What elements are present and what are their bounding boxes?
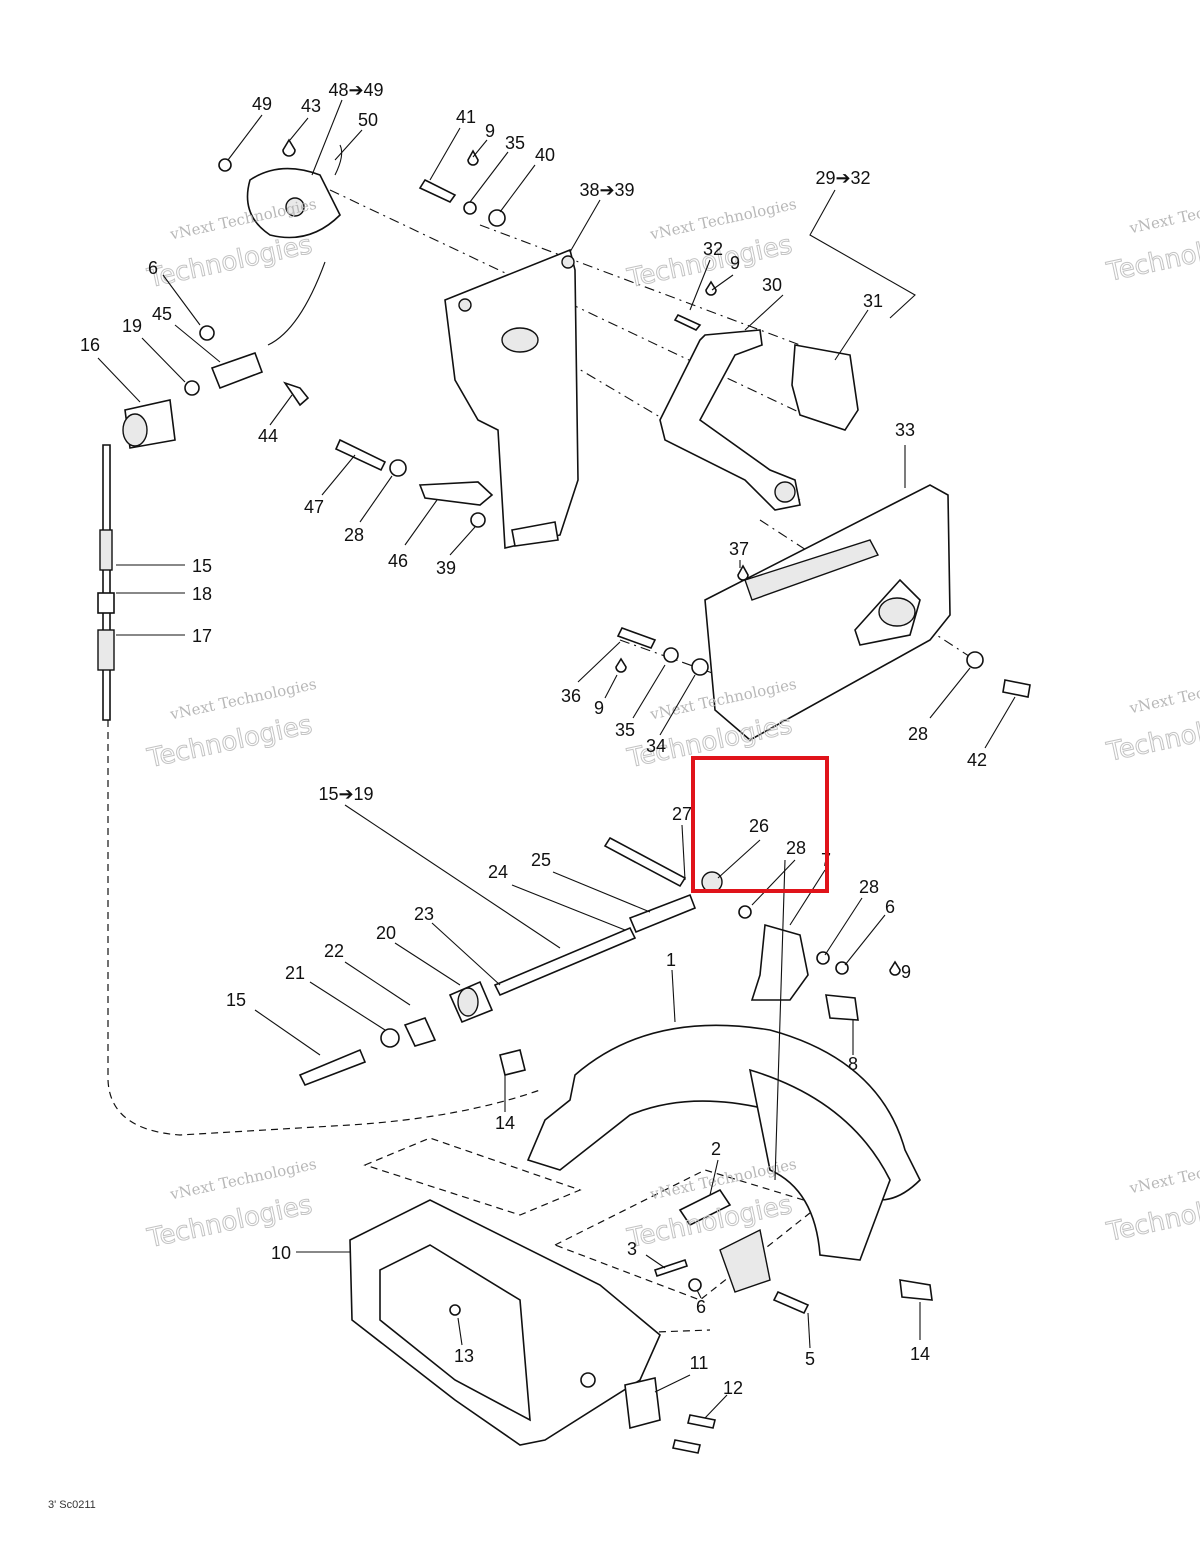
- callout-label: 9: [730, 253, 740, 273]
- callout-label: 34: [646, 736, 666, 756]
- callout-label: 9: [901, 962, 911, 982]
- callout-label: 43: [301, 96, 321, 116]
- callout-label: 25: [531, 850, 551, 870]
- callout-label: 38➔39: [579, 180, 634, 200]
- watermark-text: vNext Technologies: [1127, 669, 1200, 718]
- leader-lines: [97, 99, 1016, 1419]
- watermark-text: Technologies: [1104, 1184, 1200, 1248]
- callout-label: 2: [711, 1139, 721, 1159]
- callout-label: 28: [908, 724, 928, 744]
- callout-label: 24: [488, 862, 508, 882]
- callout-label: 36: [561, 686, 581, 706]
- watermark-text: Technologies: [1104, 704, 1200, 768]
- highlight-box: [691, 756, 829, 893]
- callout-label: 39: [436, 558, 456, 578]
- fender-1: [499, 1024, 921, 1293]
- callout-label: 47: [304, 497, 324, 517]
- watermark-text: vNext Technologies: [1127, 1149, 1200, 1198]
- side-panel-33: [704, 484, 951, 741]
- callout-label: 44: [258, 426, 278, 446]
- callout-label: 30: [762, 275, 782, 295]
- callout-label: 15: [226, 990, 246, 1010]
- callout-label: 28: [786, 838, 806, 858]
- callout-label: 13: [454, 1346, 474, 1366]
- callout-label: 33: [895, 420, 915, 440]
- cable-assembly-15: [298, 836, 752, 1087]
- callout-label: 35: [615, 720, 635, 740]
- callout-label: 6: [148, 258, 158, 278]
- callout-label: 23: [414, 904, 434, 924]
- callout-label: 19: [122, 316, 142, 336]
- watermark-text: vNext Technologies: [1127, 189, 1200, 238]
- callout-label: 9: [594, 698, 604, 718]
- callout-label: 15: [192, 556, 212, 576]
- callout-label: 32: [703, 239, 723, 259]
- watermark-text: Technologies: [1104, 224, 1200, 288]
- panel-fasteners: [615, 627, 1031, 698]
- callout-label: 27: [672, 804, 692, 824]
- cable-end-16: [97, 399, 176, 721]
- hood-base-10: [349, 1199, 716, 1454]
- callout-label: 50: [358, 110, 378, 130]
- callout-label: 31: [863, 291, 883, 311]
- callout-label: 5: [805, 1349, 815, 1369]
- callout-label: 28: [344, 525, 364, 545]
- pedal-arm-30: [659, 280, 859, 511]
- callout-label: 9: [485, 121, 495, 141]
- callout-label: 22: [324, 941, 344, 961]
- callout-label: 49: [252, 94, 272, 114]
- callout-labels: 49 43 48➔49 50 41 9 35 40 38➔39 29➔32 32…: [80, 80, 987, 1398]
- callout-label: 1: [666, 950, 676, 970]
- callout-label: 6: [885, 897, 895, 917]
- callout-label: 10: [271, 1243, 291, 1263]
- mount-bracket-38: [444, 248, 579, 549]
- callout-label: 48➔49: [328, 80, 383, 100]
- footer-code: 3' Sc0211: [48, 1499, 96, 1511]
- callout-label: 16: [80, 335, 100, 355]
- callout-label: 6: [696, 1297, 706, 1317]
- callout-label: 40: [535, 145, 555, 165]
- callout-label: 18: [192, 584, 212, 604]
- callout-label: 8: [848, 1054, 858, 1074]
- callout-label: 29➔32: [815, 168, 870, 188]
- callout-label: 28: [859, 877, 879, 897]
- screw-41-group: [418, 149, 506, 227]
- callout-label: 20: [376, 923, 396, 943]
- callout-label: 35: [505, 133, 525, 153]
- lower-brackets: [653, 1188, 933, 1315]
- callout-label: 14: [495, 1113, 515, 1133]
- callout-label: 37: [729, 539, 749, 559]
- watermark-text: Technologies: [144, 710, 315, 774]
- callout-label: 14: [910, 1344, 930, 1364]
- callout-label: 21: [285, 963, 305, 983]
- callout-label: 26: [749, 816, 769, 836]
- callout-label: 46: [388, 551, 408, 571]
- callout-label: 41: [456, 107, 476, 127]
- callout-label: 17: [192, 626, 212, 646]
- top-left-pulley-bracket: [218, 138, 343, 239]
- callout-label: 11: [690, 1353, 709, 1373]
- callout-label: 45: [152, 304, 172, 324]
- bolt-47-group: [334, 438, 494, 528]
- bracket-7: [750, 923, 901, 1021]
- callout-label: 42: [967, 750, 987, 770]
- callout-label: 15➔19: [318, 784, 373, 804]
- callout-label: 3: [627, 1239, 637, 1259]
- callout-label: 12: [723, 1378, 743, 1398]
- adjuster-45-group: [184, 261, 326, 407]
